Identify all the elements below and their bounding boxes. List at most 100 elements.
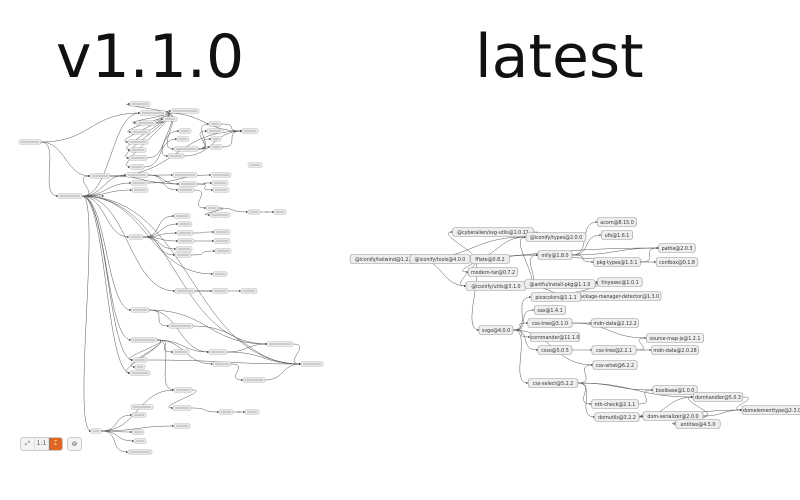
package-node[interactable] — [131, 412, 147, 418]
package-node[interactable] — [205, 205, 219, 211]
package-node[interactable] — [178, 128, 192, 134]
package-node[interactable] — [18, 139, 42, 145]
package-node[interactable]: entities@4.5.0 — [675, 419, 721, 429]
package-node[interactable] — [211, 180, 229, 186]
package-node[interactable]: boolbase@1.0.0 — [652, 385, 698, 395]
package-node[interactable] — [213, 229, 231, 235]
package-node[interactable] — [89, 173, 111, 179]
package-node[interactable]: fflate@0.8.2 — [470, 254, 510, 264]
package-node[interactable] — [206, 128, 224, 134]
package-node[interactable] — [211, 288, 229, 294]
package-node[interactable]: ufo@1.6.1 — [600, 230, 633, 240]
package-node[interactable]: commander@11.1.0 — [529, 332, 581, 342]
package-node[interactable] — [176, 136, 190, 142]
package-node[interactable] — [173, 423, 191, 429]
package-node[interactable] — [174, 288, 196, 294]
package-node[interactable]: tinyexec@1.0.1 — [597, 277, 643, 287]
package-node[interactable] — [176, 230, 194, 236]
package-node[interactable] — [178, 181, 198, 187]
package-node[interactable] — [177, 221, 193, 227]
package-node[interactable] — [173, 213, 191, 219]
package-node[interactable]: @cyberalien/svg-utils@1.0.11 — [452, 227, 534, 237]
package-node[interactable]: @antfu/install-pkg@1.1.0 — [524, 279, 596, 289]
package-node[interactable]: pkg-types@1.3.1 — [593, 257, 641, 267]
package-node[interactable] — [132, 357, 148, 363]
package-node[interactable] — [172, 405, 192, 411]
package-node[interactable] — [214, 248, 232, 254]
package-node[interactable] — [134, 364, 146, 370]
package-node[interactable] — [133, 438, 147, 444]
package-node[interactable] — [128, 234, 144, 240]
package-node[interactable] — [170, 108, 200, 114]
package-node[interactable]: domelementtype@2.3.0 — [741, 405, 800, 415]
package-node[interactable]: css-what@6.2.2 — [592, 360, 638, 370]
package-node[interactable]: mdn-data@2.12.2 — [591, 318, 639, 328]
package-node[interactable] — [213, 238, 231, 244]
package-node[interactable]: @iconify/utils@3.1.0 — [465, 281, 527, 291]
package-node[interactable] — [241, 128, 259, 134]
package-node[interactable] — [209, 144, 223, 150]
package-node[interactable] — [212, 361, 232, 367]
package-node[interactable]: css-select@5.2.2 — [527, 378, 579, 388]
package-node[interactable] — [208, 349, 228, 355]
package-node[interactable] — [209, 212, 231, 218]
package-node[interactable] — [130, 404, 154, 410]
package-node[interactable] — [175, 246, 193, 252]
package-node[interactable]: package-manager-detector@1.3.0 — [574, 291, 662, 301]
package-node[interactable] — [247, 209, 261, 215]
package-node[interactable] — [139, 110, 167, 116]
package-node[interactable] — [172, 349, 190, 355]
package-node[interactable]: @iconify/tools@4.0.0 — [409, 254, 471, 264]
package-node[interactable]: confbox@0.1.8 — [655, 257, 699, 267]
package-node[interactable] — [172, 172, 198, 178]
package-node[interactable] — [135, 120, 157, 126]
package-node[interactable] — [57, 193, 83, 199]
vertical-layout-icon[interactable]: ⌶ — [49, 438, 62, 450]
package-node[interactable] — [173, 146, 199, 152]
package-node[interactable]: mlly@1.8.0 — [537, 250, 573, 260]
package-node[interactable] — [177, 238, 195, 244]
package-node[interactable] — [128, 155, 148, 161]
package-node[interactable]: svgo@4.0.0 — [478, 325, 514, 335]
package-node[interactable]: domhandler@5.0.3 — [692, 392, 744, 402]
package-node[interactable] — [129, 370, 151, 376]
package-node[interactable] — [212, 271, 228, 277]
package-node[interactable] — [212, 187, 230, 193]
package-node[interactable] — [90, 428, 102, 434]
package-node[interactable]: css-tree@2.2.1 — [591, 345, 637, 355]
package-node[interactable]: modern-tar@0.7.2 — [467, 267, 519, 277]
package-node[interactable]: acorn@8.15.0 — [597, 217, 637, 227]
package-node[interactable] — [129, 164, 145, 170]
package-node[interactable] — [244, 409, 260, 415]
package-node[interactable] — [130, 337, 158, 343]
package-node[interactable]: source-map-js@1.2.1 — [645, 333, 704, 343]
package-node[interactable] — [208, 121, 222, 127]
package-node[interactable] — [168, 323, 194, 329]
package-node[interactable] — [125, 172, 149, 178]
package-node[interactable]: sax@1.4.1 — [533, 305, 566, 315]
package-node[interactable] — [218, 409, 234, 415]
package-node[interactable] — [162, 116, 178, 122]
package-node[interactable] — [210, 172, 232, 178]
package-node[interactable]: dom-serializer@2.0.0 — [642, 411, 704, 421]
package-node[interactable] — [127, 449, 153, 455]
package-node[interactable] — [129, 101, 151, 107]
fit-to-screen-icon[interactable]: ⤢ — [21, 438, 35, 450]
package-node[interactable]: csso@5.0.5 — [537, 345, 573, 355]
package-node[interactable] — [127, 139, 149, 145]
package-node[interactable]: pathe@2.0.3 — [658, 243, 696, 253]
package-node[interactable] — [131, 429, 145, 435]
package-node[interactable] — [130, 307, 150, 313]
package-node[interactable]: picocolors@1.1.1 — [530, 292, 582, 302]
package-node[interactable] — [131, 187, 149, 193]
package-node[interactable]: css-tree@3.1.0 — [527, 318, 573, 328]
package-node[interactable] — [242, 377, 266, 383]
actual-size-button[interactable]: 1:1 — [35, 438, 49, 450]
package-node[interactable]: nth-check@2.1.1 — [591, 399, 639, 409]
package-node[interactable] — [266, 341, 294, 347]
package-node[interactable] — [210, 136, 222, 142]
package-node[interactable] — [130, 129, 150, 135]
package-node[interactable]: @iconify/tailwind@1.2.0 — [349, 254, 419, 264]
